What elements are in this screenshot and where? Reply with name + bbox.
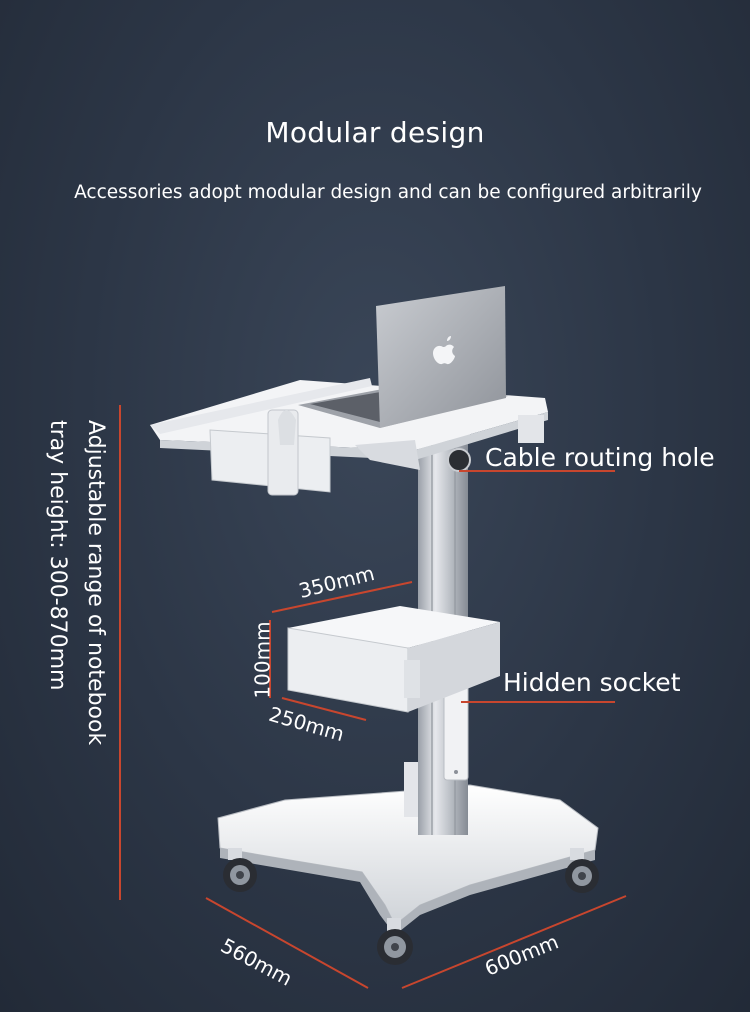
dimension-lines: [119, 405, 627, 989]
pole-bracket: [404, 762, 422, 817]
caster-wheels: [223, 848, 599, 965]
storage-drawer: [287, 606, 500, 713]
hidden-socket-label: Hidden socket: [503, 668, 681, 697]
page-title: Modular design: [265, 116, 485, 149]
cable-routing-hole: [447, 448, 471, 472]
laptop: [298, 286, 508, 428]
cable-routing-hole-label: Cable routing hole: [485, 443, 715, 472]
height-range-label-line2: tray height: 300-870mm: [45, 420, 70, 691]
height-range-label-line1: Adjustable range of notebook: [83, 420, 108, 746]
page-subtitle: Accessories adopt modular design and can…: [74, 182, 702, 203]
drawer-height-label: 100mm: [250, 621, 275, 699]
